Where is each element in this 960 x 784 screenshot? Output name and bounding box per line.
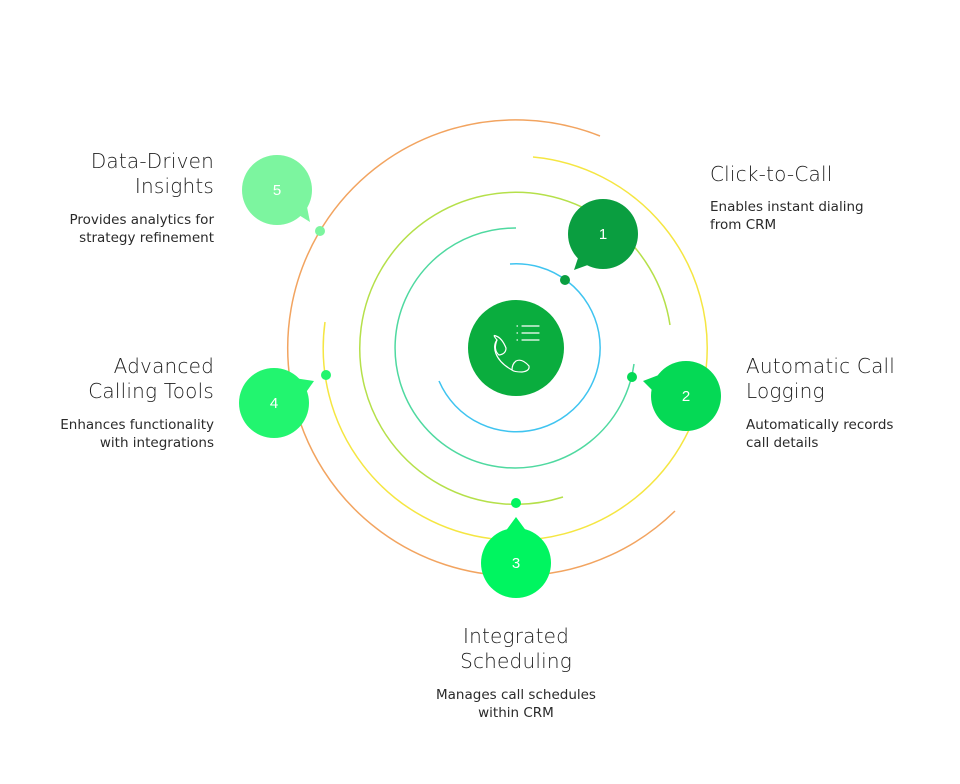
step-title-2: Automatic Call Logging xyxy=(746,354,896,403)
connector-dot-1 xyxy=(560,275,570,285)
step-label-2: Automatic Call Logging Automatically rec… xyxy=(746,354,946,452)
step-desc-2: Automatically records call details xyxy=(746,417,894,451)
step-label-3: Integrated Scheduling Manages call sched… xyxy=(405,624,627,722)
step-desc-5: Provides analytics for strategy refineme… xyxy=(69,212,214,246)
step-number-3: 3 xyxy=(512,555,520,572)
step-label-1: Click-to-Call Enables instant dialing fr… xyxy=(710,162,910,234)
step-bubble-1[interactable]: 1 xyxy=(568,199,638,270)
center-hub xyxy=(468,300,564,396)
step-bubble-2[interactable]: 2 xyxy=(643,361,721,431)
step-title-1: Click-to-Call xyxy=(710,162,833,186)
arc-yellow xyxy=(322,156,708,541)
step-title-5: Data-Driven Insights xyxy=(90,149,214,198)
connector-dot-4 xyxy=(321,370,331,380)
step-bubble-4[interactable]: 4 xyxy=(239,368,314,438)
step-number-1: 1 xyxy=(599,226,607,243)
step-number-2: 2 xyxy=(682,388,690,405)
step-title-4: Advanced Calling Tools xyxy=(88,354,214,403)
connector-dot-5 xyxy=(315,226,325,236)
step-title-3: Integrated Scheduling xyxy=(460,624,572,673)
step-desc-1: Enables instant dialing from CRM xyxy=(710,199,864,233)
step-bubble-5[interactable]: 5 xyxy=(242,155,312,225)
step-desc-3: Manages call schedules within CRM xyxy=(436,687,596,721)
phone-list-icon xyxy=(493,325,540,373)
step-label-4: Advanced Calling Tools Enhances function… xyxy=(14,354,214,452)
arc-teal xyxy=(394,227,635,469)
step-number-4: 4 xyxy=(270,395,278,412)
step-desc-4: Enhances functionality with integrations xyxy=(60,417,214,451)
step-number-5: 5 xyxy=(273,182,281,199)
step-bubble-3[interactable]: 3 xyxy=(481,517,551,598)
connector-dot-3 xyxy=(511,498,521,508)
step-label-5: Data-Driven Insights Provides analytics … xyxy=(14,149,214,247)
connector-dot-2 xyxy=(627,372,637,382)
